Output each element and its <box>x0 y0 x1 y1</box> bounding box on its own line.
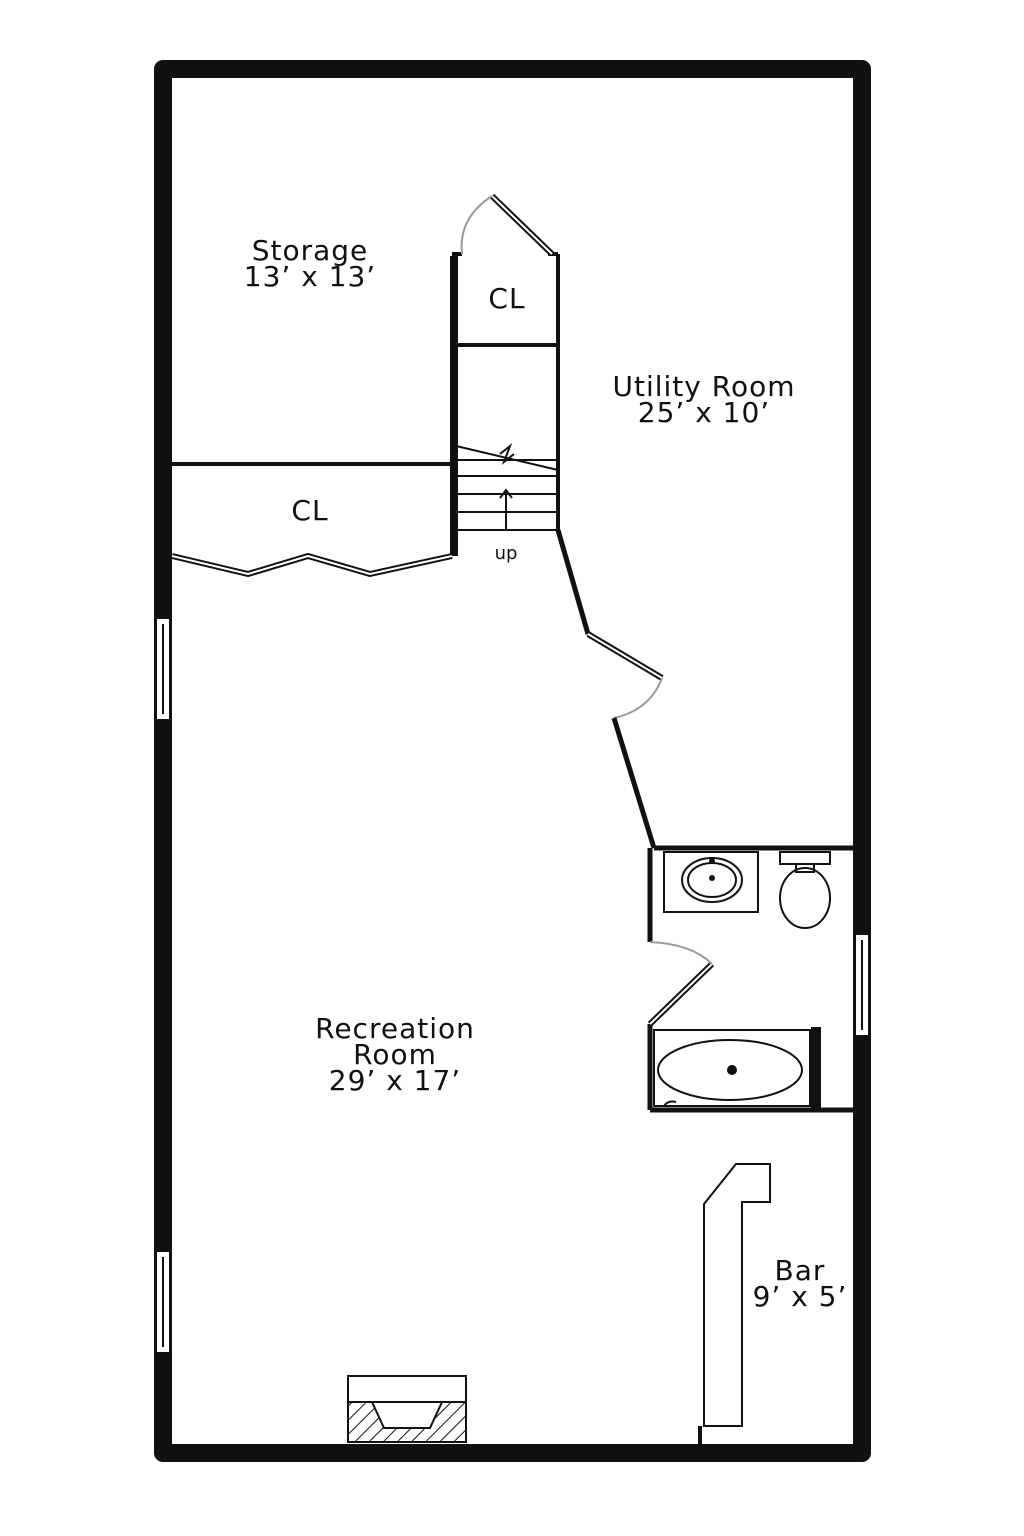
toilet <box>779 851 831 929</box>
storage-label: Storage 13’ x 13’ <box>200 234 420 293</box>
stairs <box>455 442 559 531</box>
closet-left-label: CL <box>291 494 329 527</box>
recreation-room-label: Recreation Room 29’ x 17’ <box>280 1012 510 1097</box>
closet-top-label: CL <box>488 282 526 315</box>
utility-wall-diagonal <box>555 529 664 849</box>
closet-top-door <box>460 193 555 257</box>
fireplace <box>347 1375 467 1443</box>
bathroom-walls <box>647 845 856 1113</box>
closet-bifold-doors <box>171 553 453 577</box>
window-right-bath <box>854 933 870 1037</box>
sink-vanity <box>663 851 759 913</box>
utility-room-dims: 25’ x 10’ <box>637 396 771 429</box>
bar-label: Bar 9’ x 5’ <box>740 1254 860 1313</box>
recreation-room-dims: 29’ x 17’ <box>328 1064 462 1097</box>
window-left-upper <box>155 617 171 721</box>
window-left-lower <box>155 1250 171 1354</box>
utility-room-label: Utility Room 25’ x 10’ <box>584 370 824 429</box>
storage-dims: 13’ x 13’ <box>243 260 377 293</box>
bar-dims: 9’ x 5’ <box>752 1280 848 1313</box>
interior-walls <box>172 252 560 556</box>
recreation-room-name-1: Recreation <box>315 1012 475 1045</box>
utility-room-name: Utility Room <box>612 370 796 403</box>
exterior-wall <box>154 60 871 1462</box>
stairs-up-label: up <box>494 543 518 564</box>
bathroom-door <box>647 941 715 1027</box>
bar-counter <box>698 1163 771 1446</box>
bathtub <box>653 1027 821 1109</box>
storage-name: Storage <box>251 234 369 267</box>
recreation-room-name-2: Room <box>353 1038 437 1071</box>
bar-name: Bar <box>774 1254 826 1287</box>
